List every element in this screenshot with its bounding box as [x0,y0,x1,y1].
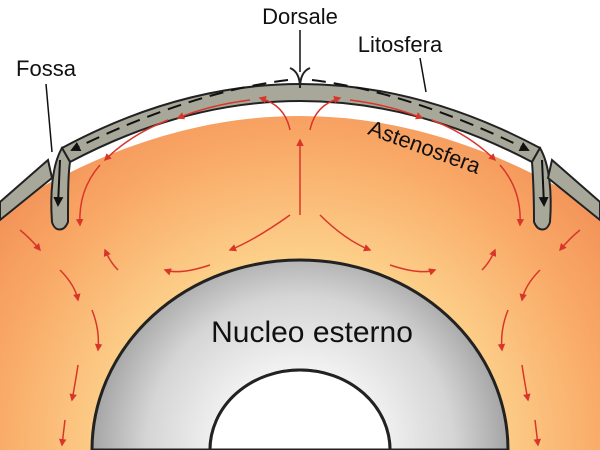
lithosphere-label: Litosfera [358,32,443,57]
slab-arrow-right [538,159,549,207]
trench-label: Fossa [16,56,77,81]
convection-arrow [58,419,67,447]
convection-arrow [519,269,541,302]
left-outer-plate [0,158,54,222]
convection-arrow [258,96,291,131]
convection-arrow [533,419,542,447]
trench-leader-line [45,83,53,153]
convection-arrow [91,309,103,352]
convection-arrow [521,364,531,402]
convection-arrow [309,96,342,131]
convection-arrow [499,164,525,227]
plate-arrow-left [70,79,289,151]
convection-arrow [59,269,81,302]
convection-arrow [19,229,41,252]
convection-arrow [176,99,251,120]
lithosphere-leader-line [419,57,427,93]
convection-arrow [319,214,372,252]
convection-arrow [559,229,581,252]
convection-arrow [389,264,437,276]
convection-arrow [497,309,509,352]
plate-arrow-right [311,79,530,151]
convection-arrow [481,248,497,271]
slab-arrow-left [53,159,64,207]
outer-core-label: Nucleo esterno [211,316,413,349]
convection-arrow [163,264,211,276]
ridge-label: Dorsale [262,4,338,29]
convection-currents [19,96,581,447]
ridge-marker-icon [289,67,311,89]
inner-core-cutout [208,368,392,450]
convection-arrow [75,164,101,227]
left-subducting-slab [50,146,72,231]
plate-motion-arrows [70,79,530,151]
convection-arrow [431,119,497,162]
right-outer-plate [546,158,600,222]
convection-arrow [69,364,79,402]
convection-arrow [349,99,424,120]
convection-arrow [228,214,291,252]
convection-arrow [103,248,119,271]
convection-arrow [103,119,169,162]
